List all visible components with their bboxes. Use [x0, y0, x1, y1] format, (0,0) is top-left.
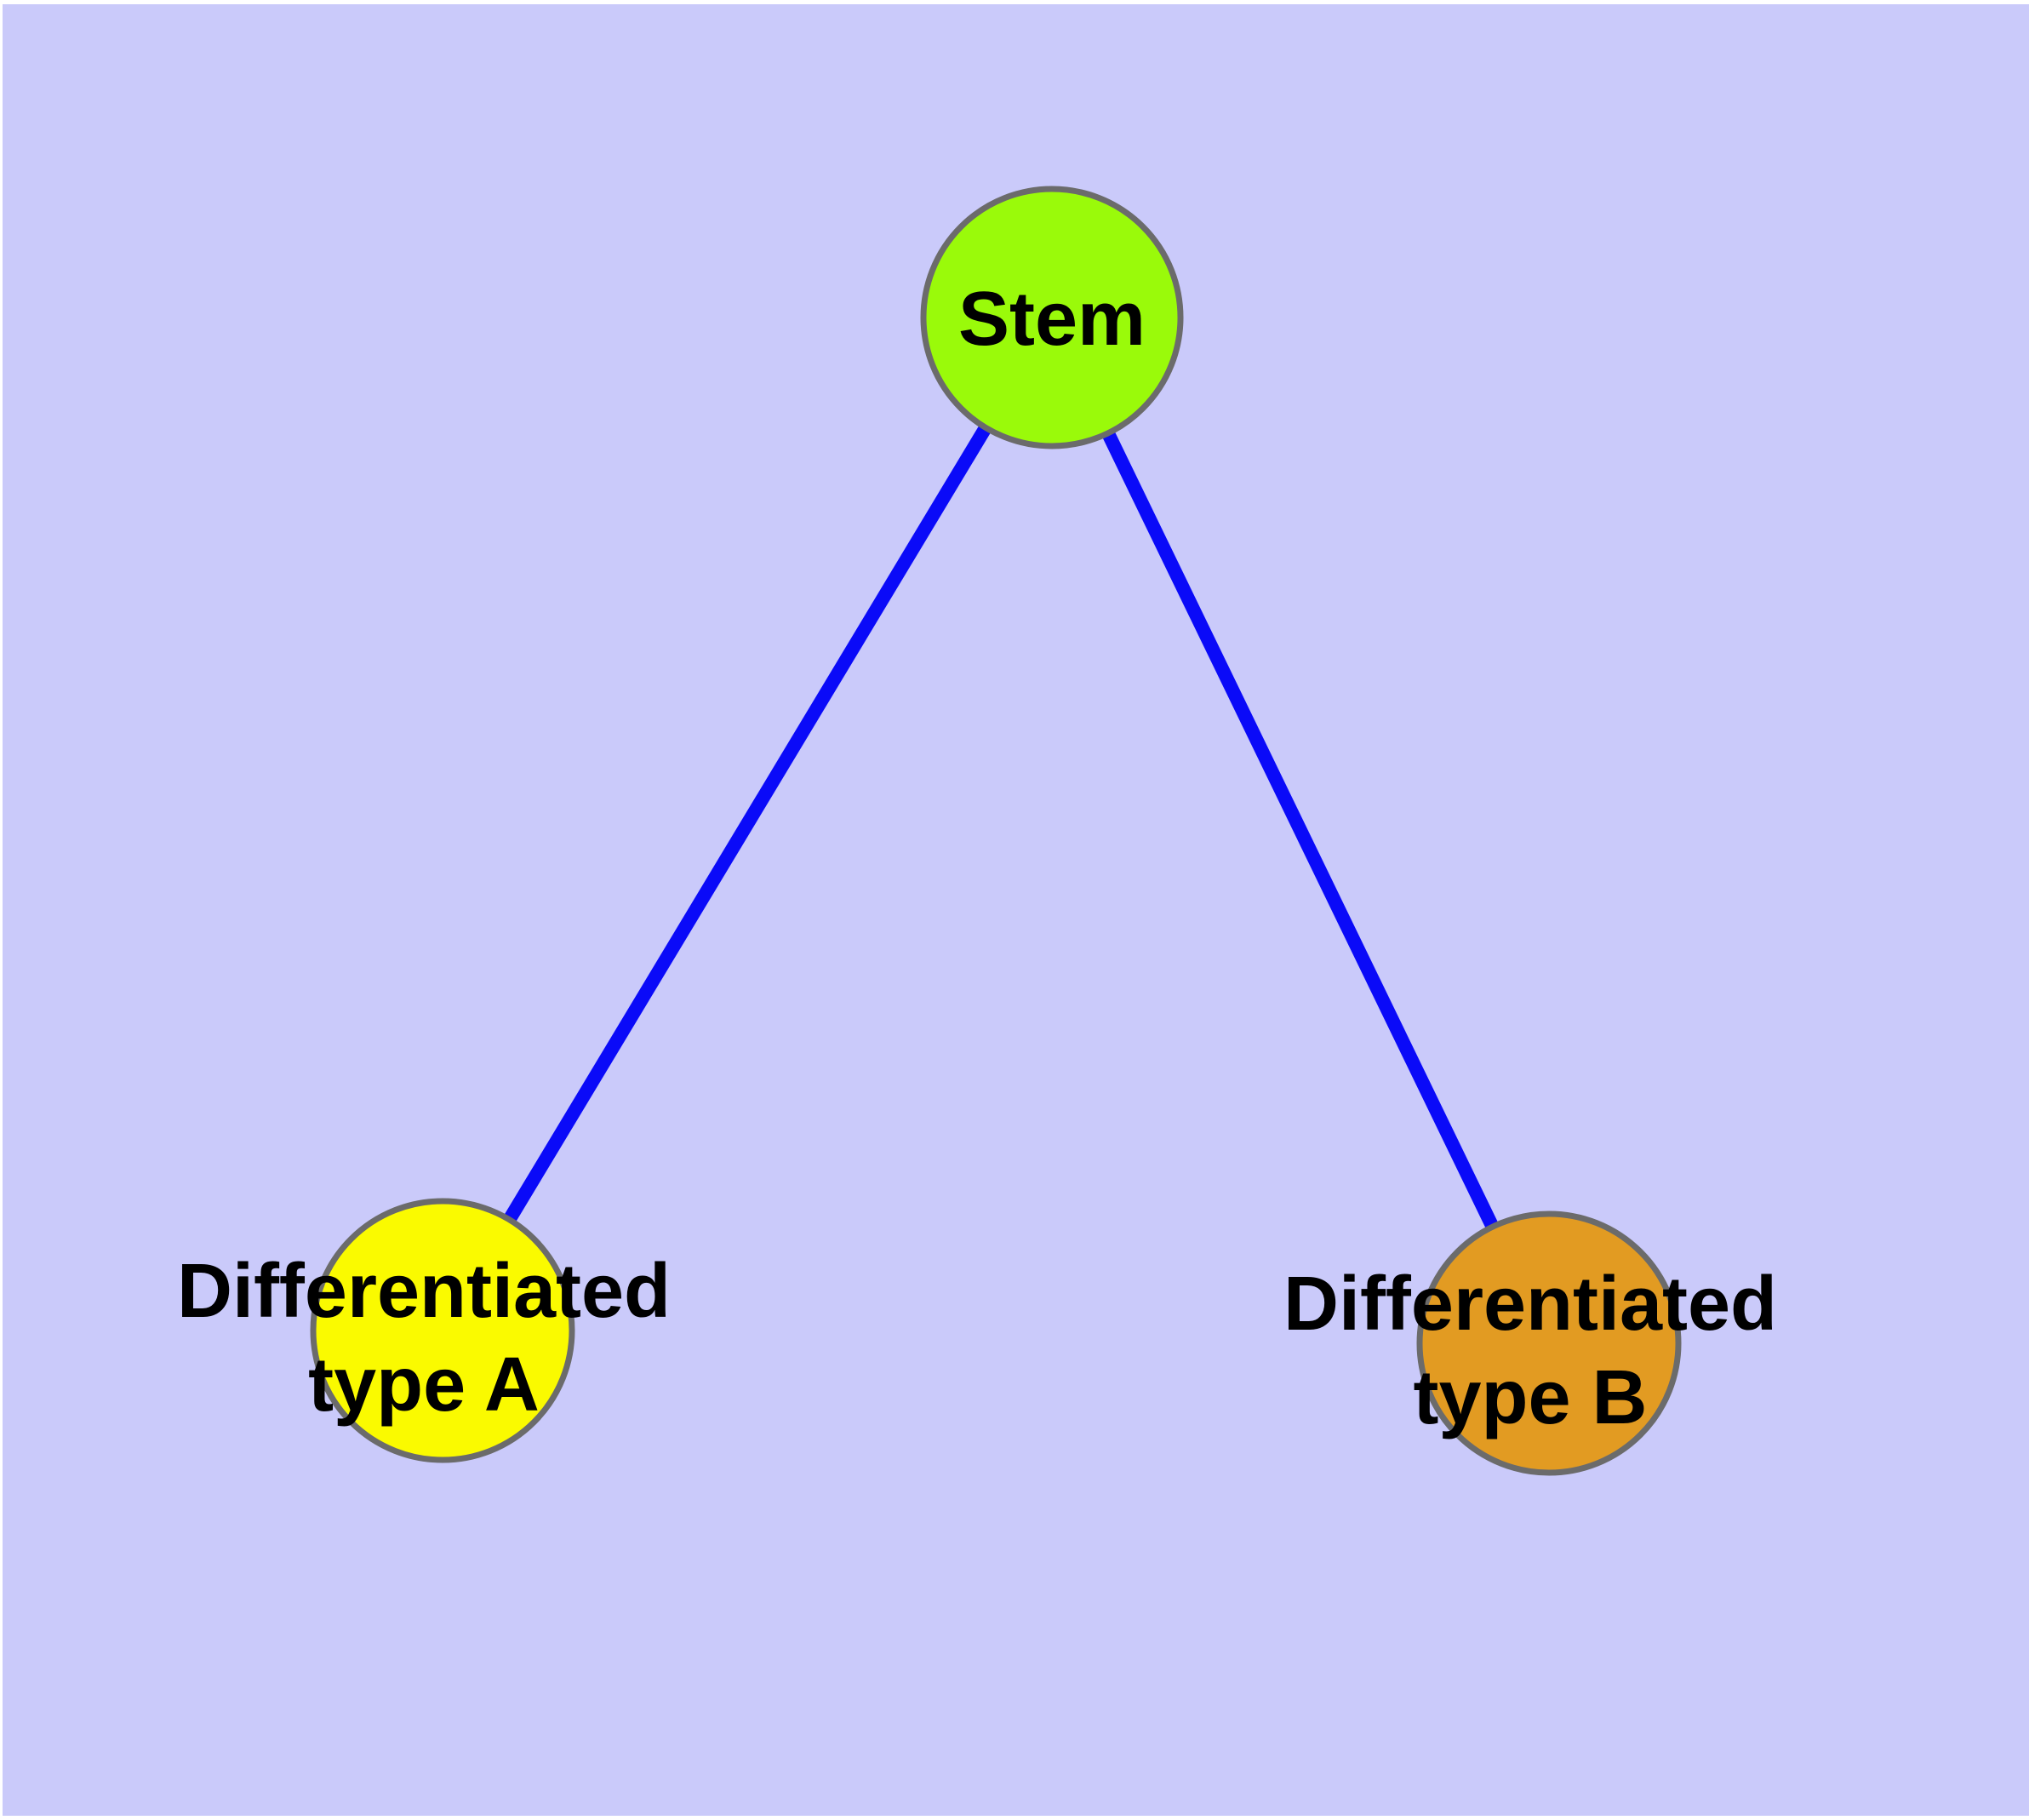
type-a-node-label-line1: Differentiated [177, 1249, 671, 1334]
type-b-node-label-line1: Differentiated [1283, 1262, 1777, 1347]
stem-node-label: Stem [958, 277, 1146, 362]
node-differentiated-type-b: Differentiated type B [1283, 1210, 1777, 1476]
stem-node-circle [920, 186, 1184, 449]
edges [437, 313, 1556, 1347]
node-stem: Stem [920, 186, 1184, 449]
type-b-node-label-line2: type B [1413, 1355, 1647, 1440]
edge-stem-to-type-b [1045, 314, 1556, 1347]
type-a-node-circle [310, 1198, 575, 1463]
type-a-node-label-line2: type A [308, 1342, 540, 1428]
node-differentiated-type-a: Differentiated type A [177, 1198, 671, 1463]
edge-stem-to-type-a [437, 313, 1058, 1335]
type-b-node-circle [1416, 1210, 1682, 1476]
